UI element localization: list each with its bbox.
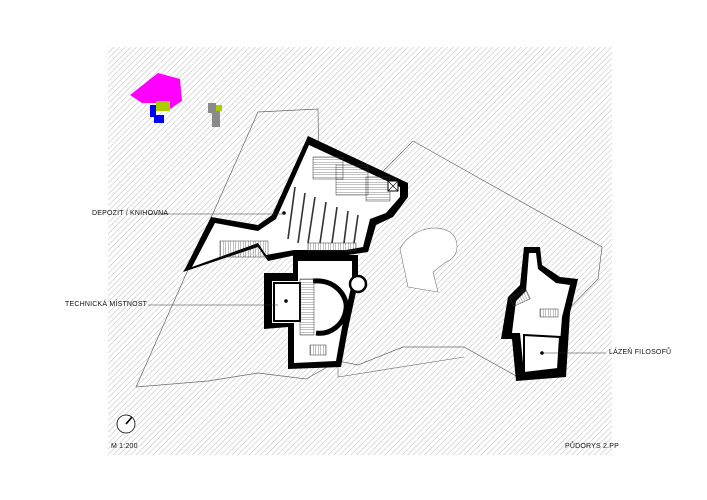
scale-label: M 1:200 xyxy=(111,443,138,450)
drawing-sheet xyxy=(108,47,612,455)
label-lazen: LÁZEŇ FILOSOFŮ xyxy=(609,349,672,356)
stair-flight-2 xyxy=(307,242,357,252)
shelving xyxy=(312,156,391,202)
spiral-stair xyxy=(312,278,349,336)
column-round xyxy=(348,274,368,294)
label-technicka: TECHNICKÁ MÍSTNOST xyxy=(65,301,148,308)
drawing-title: PŮDORYS 2.PP xyxy=(565,443,620,450)
north-arrow-icon xyxy=(116,414,136,434)
keyplan-icon xyxy=(130,73,222,127)
stair-flight xyxy=(219,240,269,258)
courtyard-area xyxy=(399,227,458,293)
stair-flight-3 xyxy=(299,278,315,336)
label-depozit: DEPOZIT / KNIHOVNA xyxy=(92,210,169,217)
racks xyxy=(287,186,359,244)
room-point xyxy=(284,299,288,303)
floor-plan xyxy=(108,47,612,455)
